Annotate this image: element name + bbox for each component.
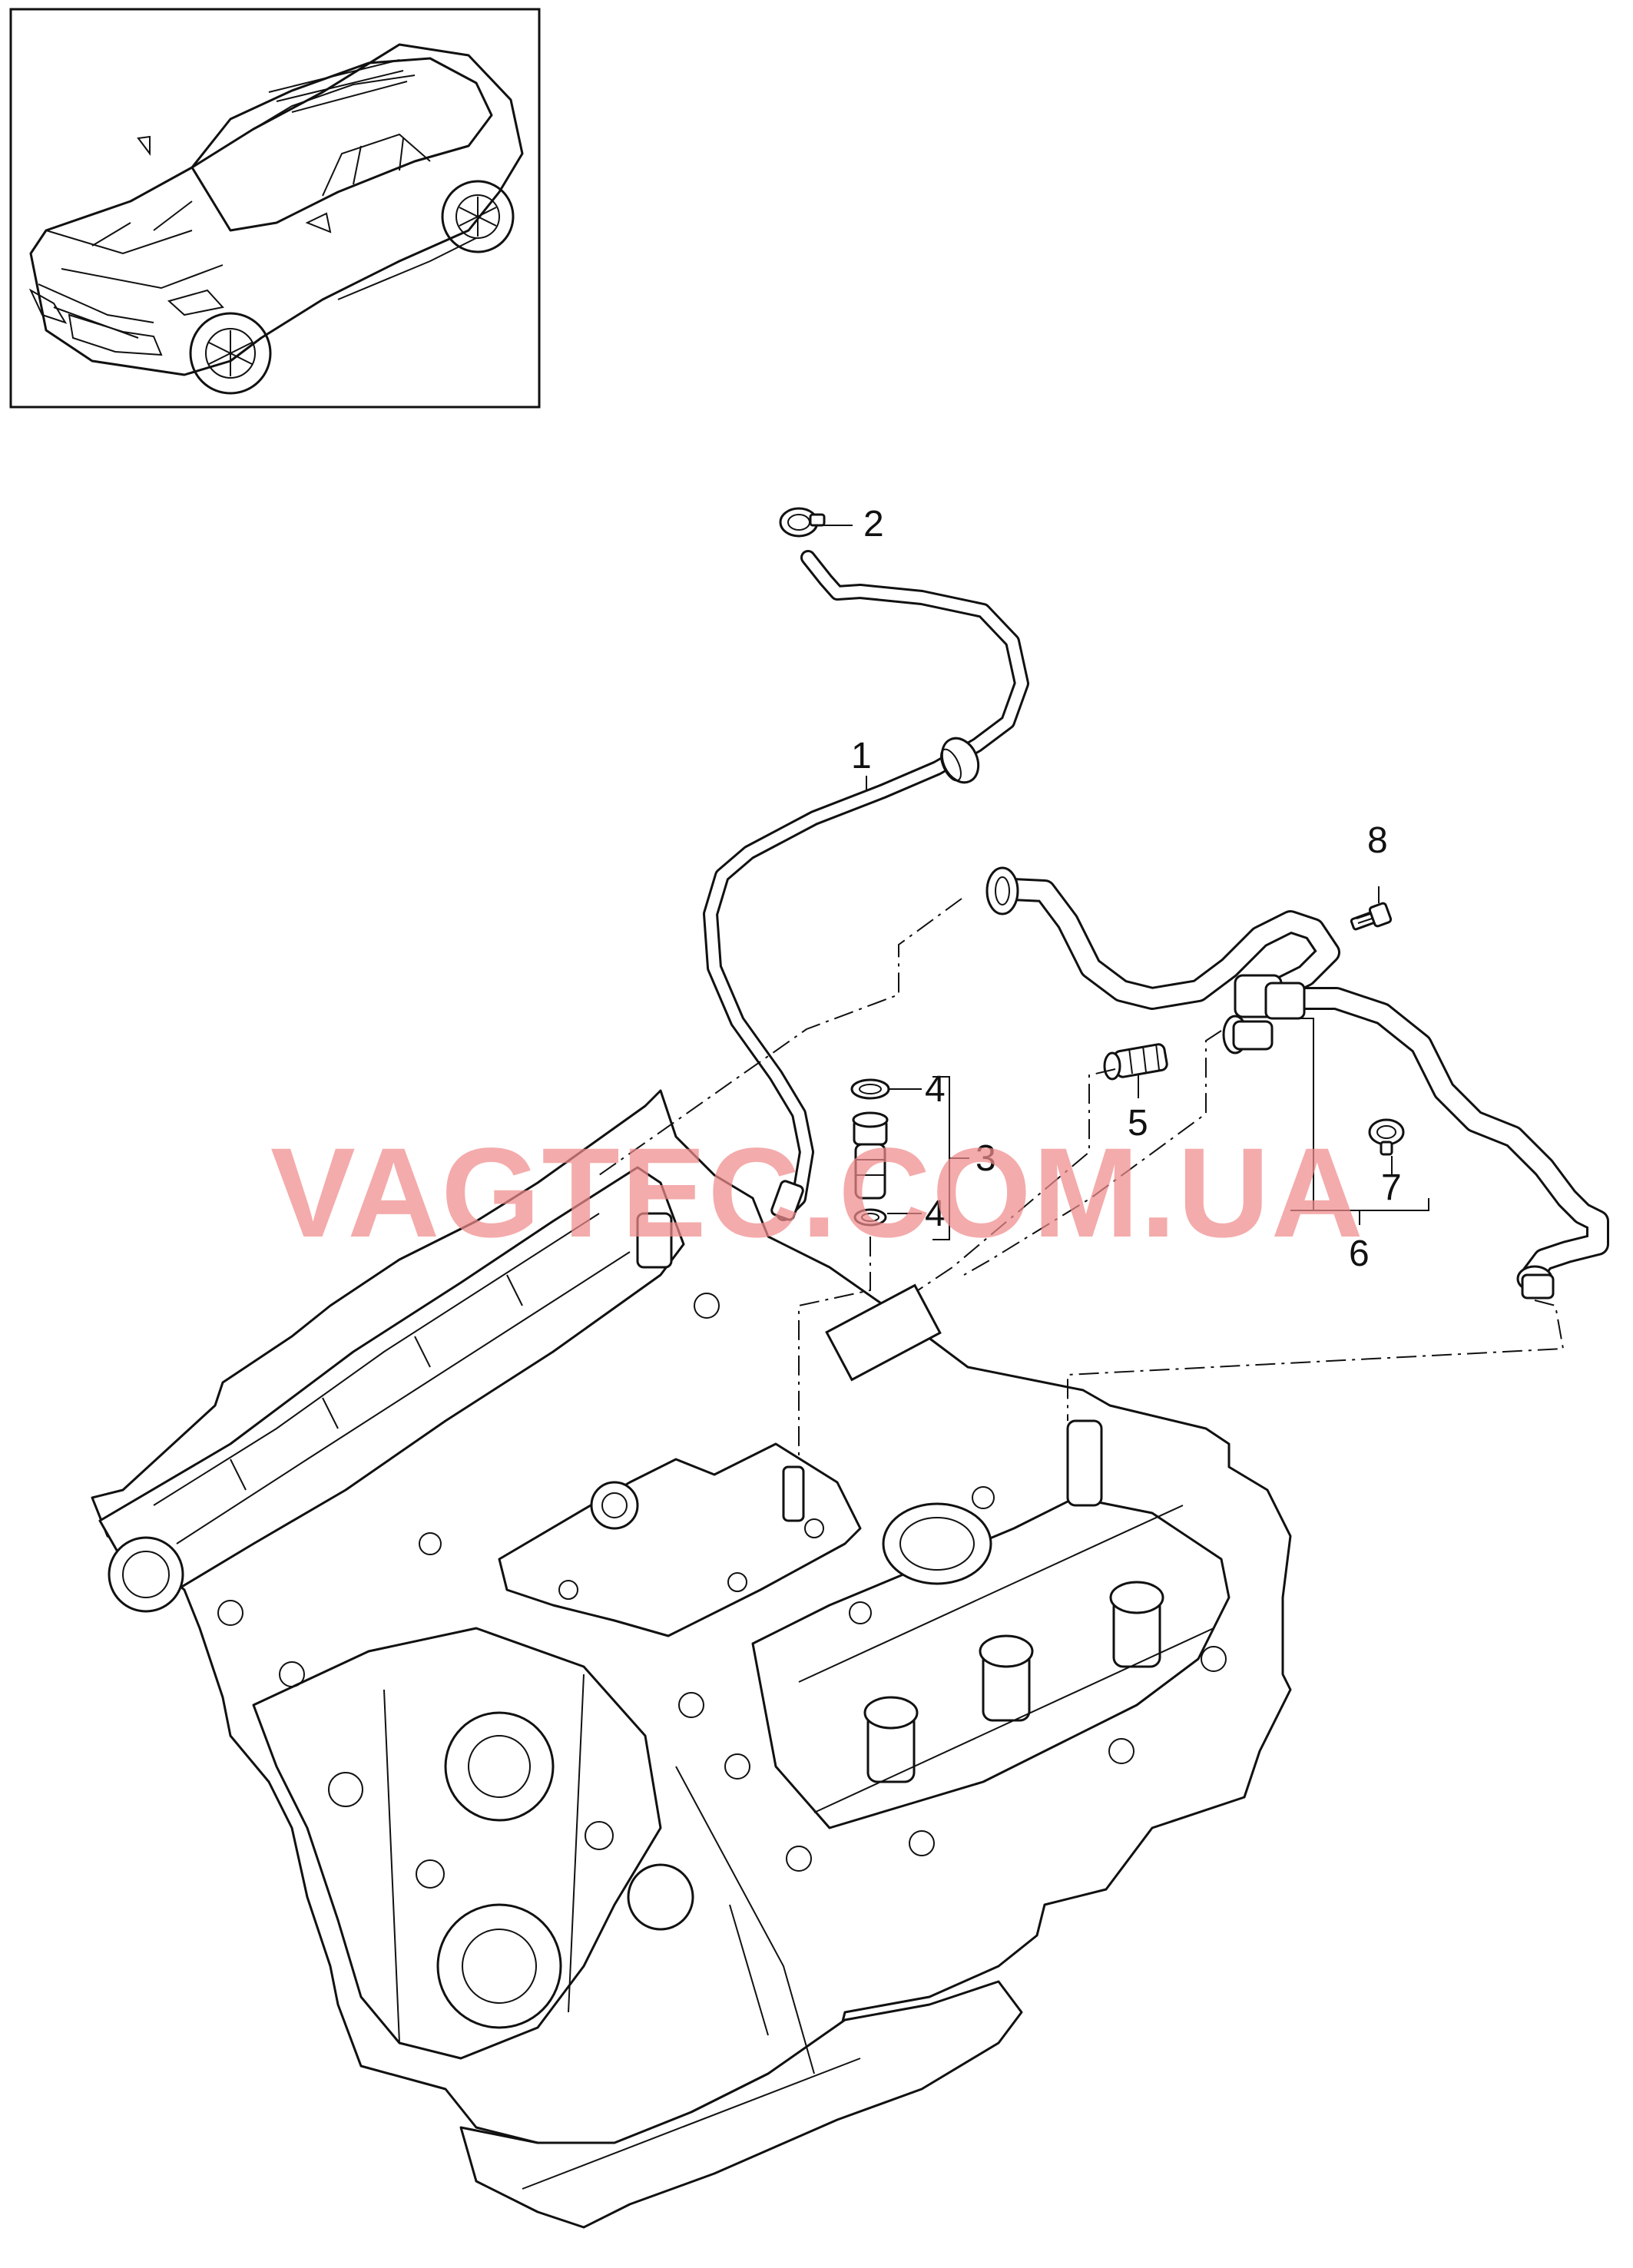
callout-6: 6 xyxy=(1349,1233,1370,1274)
callouts: 2 1 8 4 3 4 5 7 6 xyxy=(851,504,1402,1274)
coil-packs xyxy=(863,1581,1164,1783)
o-ring-upper xyxy=(850,1078,890,1100)
callout-4-lower: 4 xyxy=(925,1194,946,1234)
valve-stack-3-4 xyxy=(850,1078,890,1227)
callout-2: 2 xyxy=(863,504,884,545)
callout-1: 1 xyxy=(851,736,872,776)
watermark: VAGTEC.COM.UA xyxy=(270,1122,1365,1264)
hose-clamp-2 xyxy=(779,507,826,538)
suv-illustration xyxy=(28,43,524,395)
callout-4-upper: 4 xyxy=(925,1069,946,1110)
check-valve-body xyxy=(854,1143,886,1200)
breather-hose-1 xyxy=(703,550,1029,1221)
leader-lines xyxy=(822,525,1429,1240)
callout-7: 7 xyxy=(1381,1167,1402,1208)
callout-3: 3 xyxy=(975,1138,996,1179)
vehicle-thumbnail xyxy=(9,8,541,409)
connector-upper-left xyxy=(985,866,1019,915)
callout-8: 8 xyxy=(1367,820,1388,861)
hose-assembly-6 xyxy=(985,866,1609,1300)
bolt-8 xyxy=(1350,902,1393,931)
o-ring-lower xyxy=(853,1208,887,1227)
connector-5 xyxy=(1103,1043,1168,1081)
hose-clamp-7 xyxy=(1368,1118,1405,1156)
assembly-lines xyxy=(598,898,1565,1459)
engine-block xyxy=(91,1089,1292,2229)
callout-5: 5 xyxy=(1128,1103,1148,1144)
